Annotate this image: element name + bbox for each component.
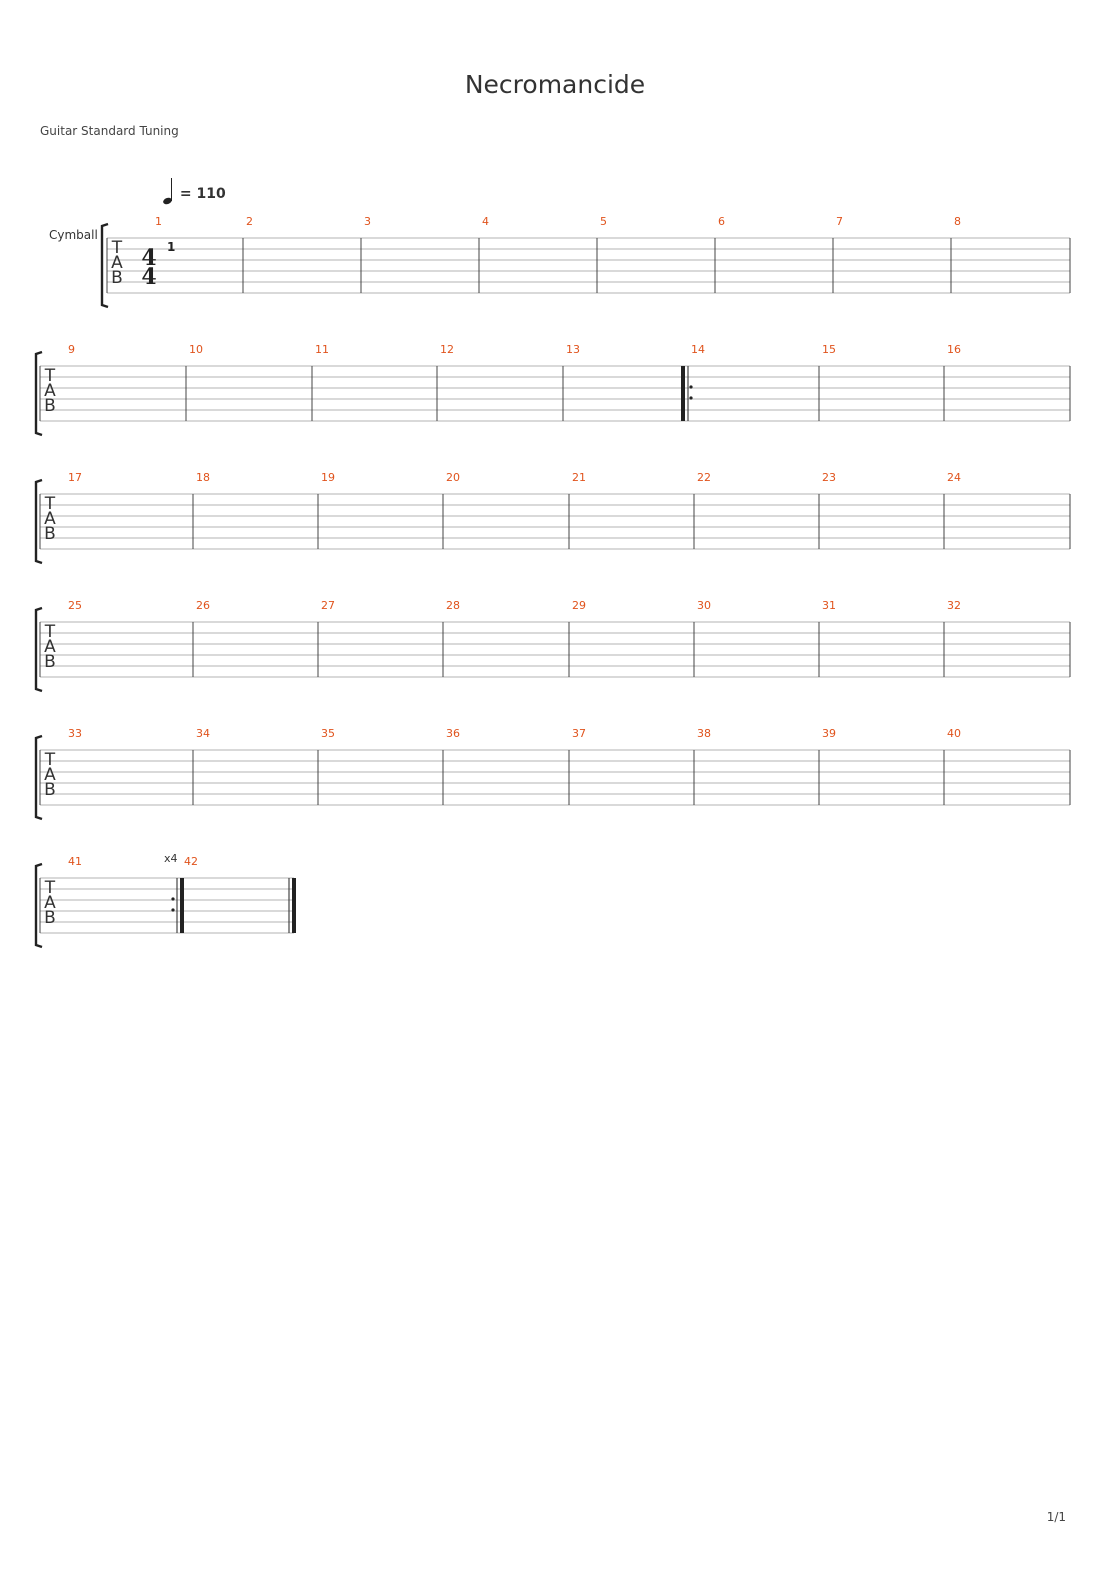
final-thick-bar [292,878,296,933]
measure-number: 20 [446,471,460,484]
measure-number: 13 [566,343,580,356]
tab-clef-letter: A [44,509,56,529]
quarter-note-icon [162,178,175,206]
measure-number: 29 [572,599,586,612]
tab-clef-letter: B [44,652,56,672]
measure-number: 32 [947,599,961,612]
tab-clef-letter: T [44,878,56,898]
measure-number: 19 [321,471,335,484]
measure-number: 23 [822,471,836,484]
tab-clef-letter: A [44,381,56,401]
measure-number: 41 [68,855,82,868]
tab-clef-letter: B [111,268,123,288]
repeat-dot [171,897,175,901]
staff-bracket [34,478,43,565]
tab-clef-letter: A [44,637,56,657]
measure-number: 9 [68,343,75,356]
measure-number: 37 [572,727,586,740]
staff-bracket [34,606,43,693]
measure-number: 35 [321,727,335,740]
measure-number: 31 [822,599,836,612]
measure-number: 27 [321,599,335,612]
measure-number: 42 [184,855,198,868]
repeat-dot [689,396,693,400]
beat-label: 1 [167,240,175,254]
page-number: 1/1 [1046,1510,1066,1524]
measure-number: 33 [68,727,82,740]
staff-bracket [34,350,43,437]
measure-number: 21 [572,471,586,484]
measure-number: 12 [440,343,454,356]
measure-number: 15 [822,343,836,356]
repeat-dot [689,385,693,389]
measure-number: 26 [196,599,210,612]
tab-clef-letter: B [44,908,56,928]
repeat-count: x4 [164,852,178,865]
measure-number: 38 [697,727,711,740]
tempo-value: = 110 [179,186,226,202]
tab-clef-letter: A [44,765,56,785]
tab-clef-letter: T [111,238,123,258]
tab-clef-letter: T [44,750,56,770]
measure-number: 34 [196,727,210,740]
time-signature-top: 4 [141,245,156,271]
measure-number: 39 [822,727,836,740]
measure-number: 8 [954,215,961,228]
staff-bracket [100,222,109,309]
measure-number: 4 [482,215,489,228]
measure-number: 1 [155,215,162,228]
tab-clef-letter: A [44,893,56,913]
measure-number: 40 [947,727,961,740]
measure-number: 7 [836,215,843,228]
measure-number: 10 [189,343,203,356]
measure-number: 6 [718,215,725,228]
staff-bracket [34,862,43,949]
repeat-dot [171,908,175,912]
time-signature-bottom: 4 [141,264,156,290]
measure-number: 36 [446,727,460,740]
track-name: Cymball [49,228,98,242]
measure-number: 30 [697,599,711,612]
tab-clef-letter: T [44,366,56,386]
measure-number: 5 [600,215,607,228]
measure-number: 22 [697,471,711,484]
measure-number: 3 [364,215,371,228]
measure-number: 18 [196,471,210,484]
tab-clef-letter: B [44,524,56,544]
tab-clef-letter: A [111,253,123,273]
measure-number: 14 [691,343,705,356]
measure-number: 2 [246,215,253,228]
measure-number: 17 [68,471,82,484]
repeat-start-thick-bar [681,366,685,421]
tab-clef-letter: T [44,494,56,514]
measure-number: 24 [947,471,961,484]
tab-clef-letter: T [44,622,56,642]
tab-clef-letter: B [44,396,56,416]
tempo-marking: = 110 [162,178,226,206]
measure-number: 11 [315,343,329,356]
staff-bracket [34,734,43,821]
tab-clef-letter: B [44,780,56,800]
tuning-label: Guitar Standard Tuning [40,124,179,138]
song-title: Necromancide [464,70,646,99]
measure-number: 16 [947,343,961,356]
measure-number: 28 [446,599,460,612]
measure-number: 25 [68,599,82,612]
repeat-end-thick-bar [180,878,184,933]
